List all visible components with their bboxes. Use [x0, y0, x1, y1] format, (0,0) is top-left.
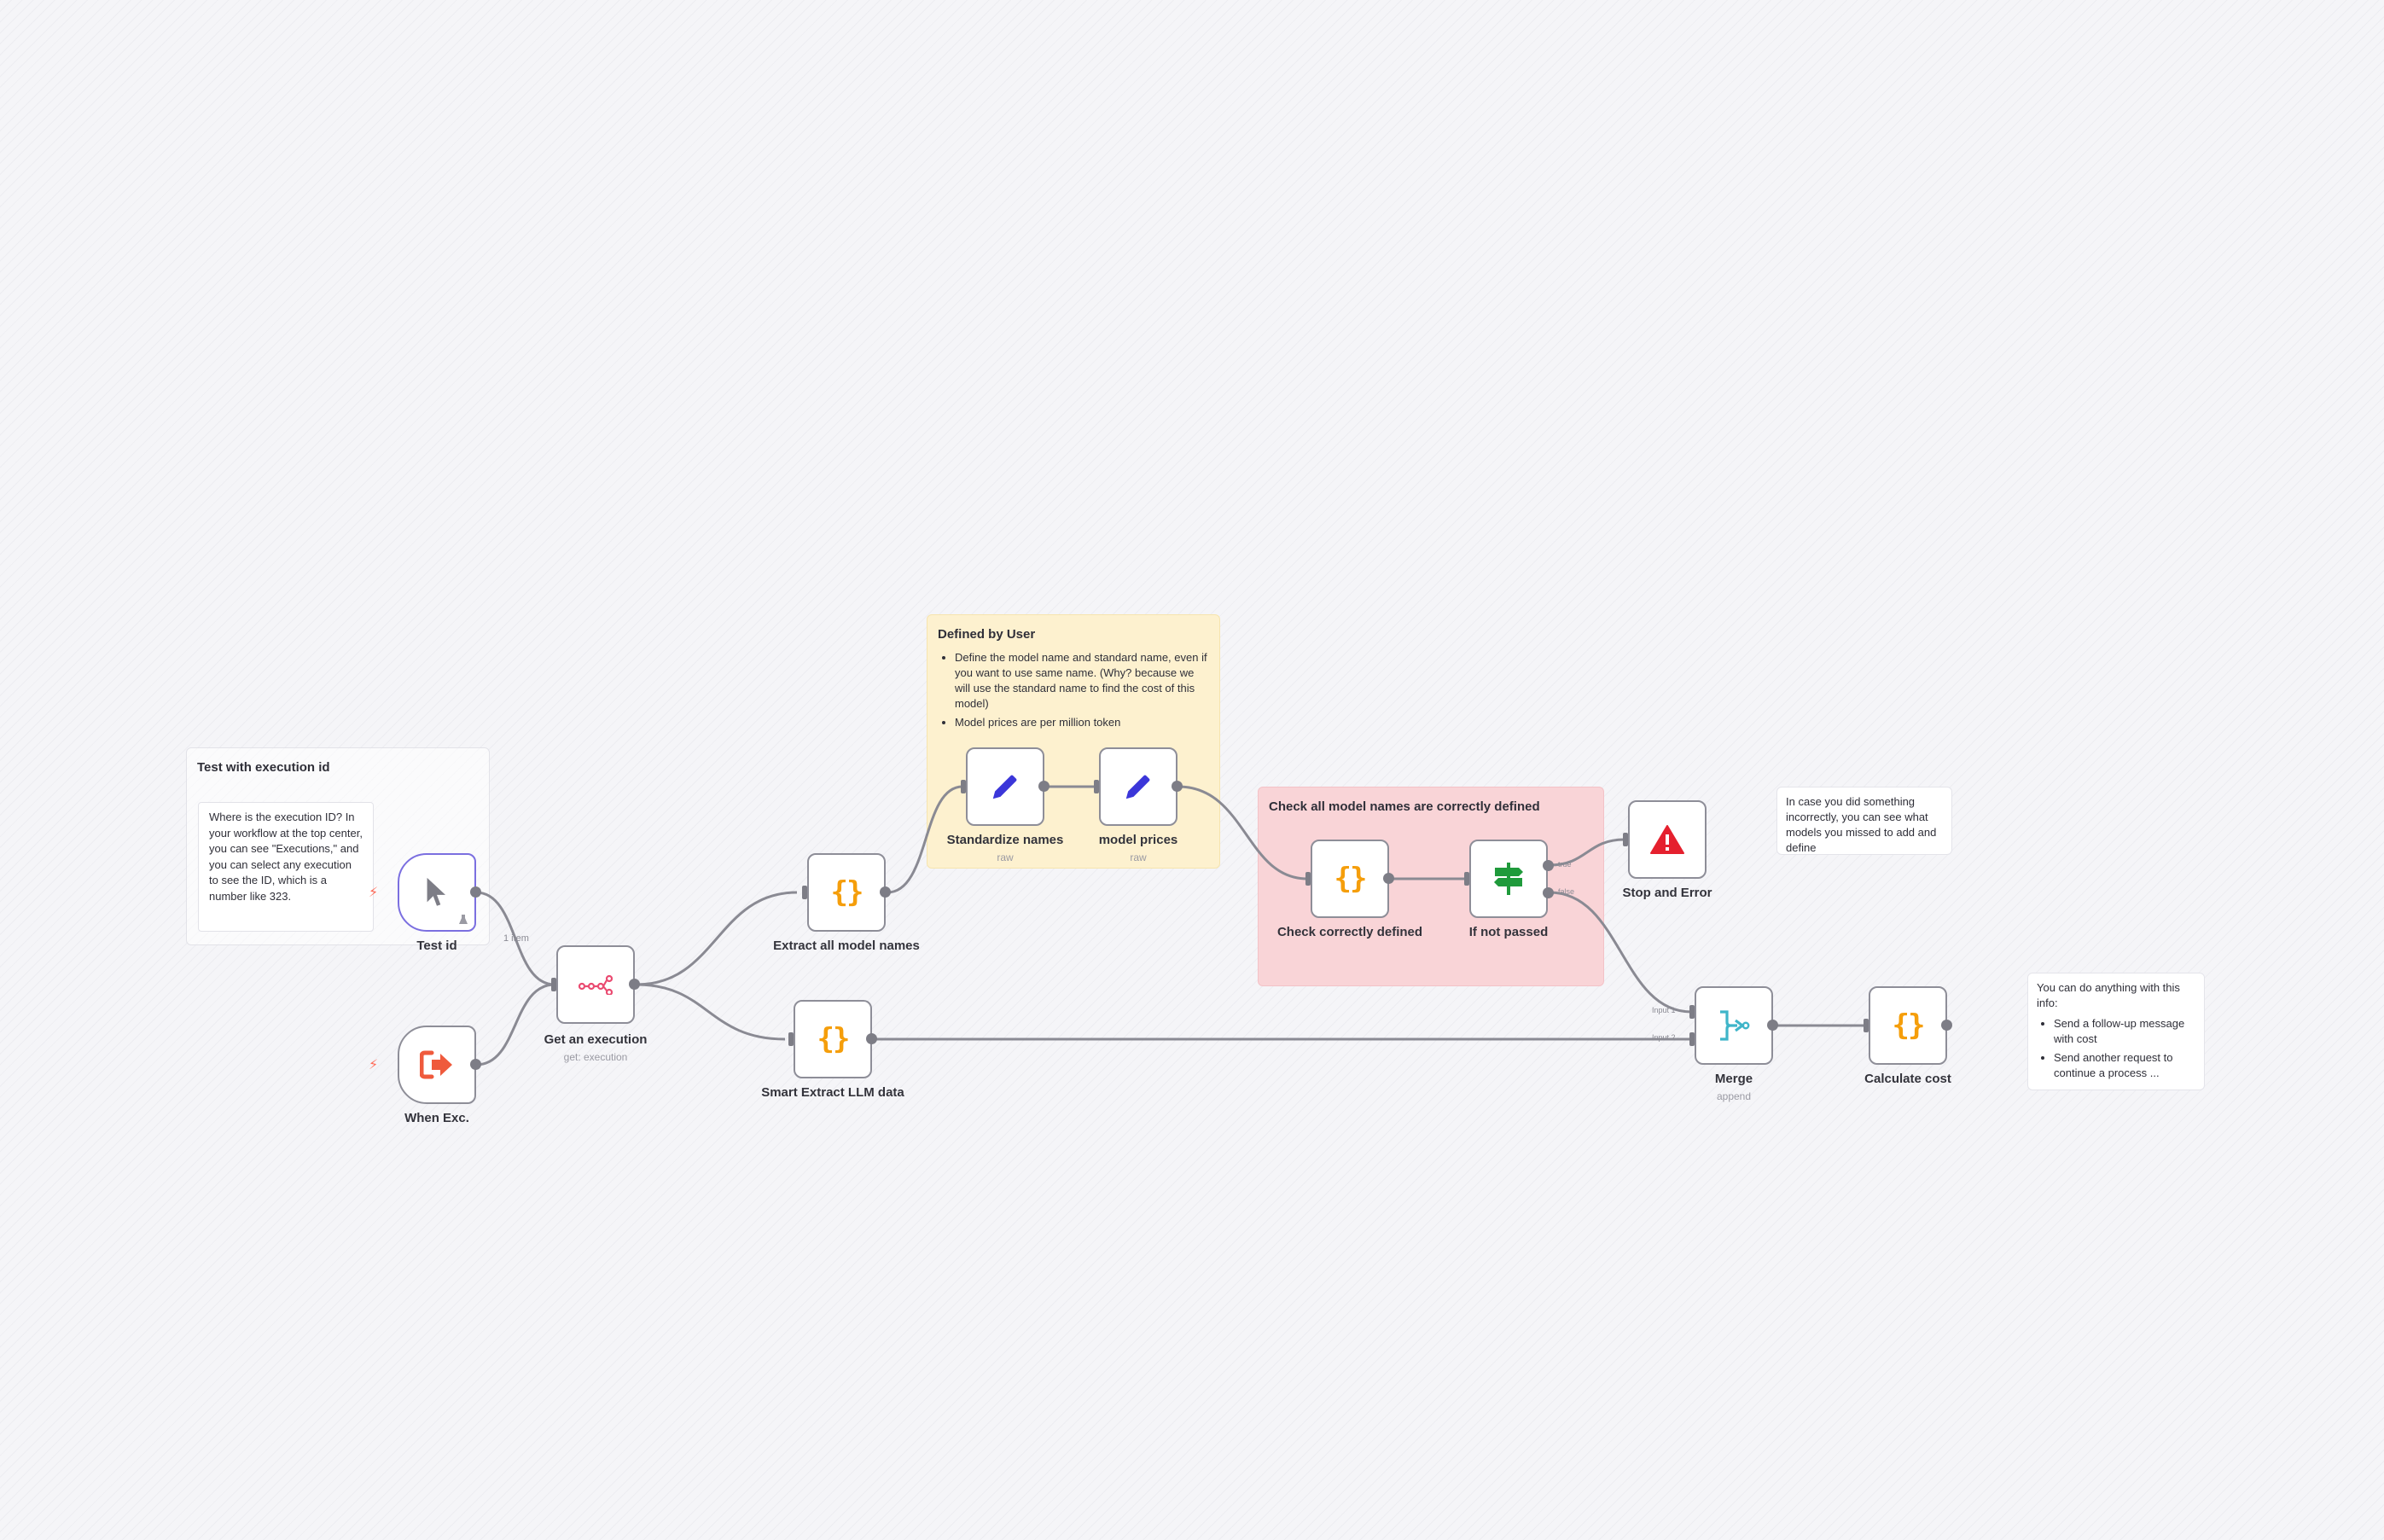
node-subtitle: get: execution	[563, 1051, 628, 1063]
trigger-bolt-icon: ⚡	[369, 886, 379, 900]
edge-label-items: 1 item	[503, 933, 529, 944]
output-port[interactable]	[470, 1059, 481, 1070]
node-label: model prices	[1098, 833, 1178, 847]
node-check-correctly-defined[interactable]: {}	[1311, 840, 1389, 918]
input-port[interactable]	[1305, 872, 1311, 886]
n8n-logo-icon	[579, 974, 613, 995]
input-port-1[interactable]	[1689, 1005, 1695, 1019]
node-get-an-execution[interactable]	[556, 945, 635, 1024]
output-port[interactable]	[880, 886, 891, 898]
node-label: Smart Extract LLM data	[761, 1085, 904, 1100]
curly-braces-icon: {}	[1892, 1008, 1926, 1043]
sticky-anything-note[interactable]: You can do anything with this info: Send…	[2027, 973, 2205, 1090]
input-port[interactable]	[788, 1032, 794, 1046]
node-stop-and-error[interactable]	[1628, 800, 1707, 879]
connection-if-false-merge[interactable]	[1549, 891, 1692, 1014]
trigger-bolt-icon: ⚡	[369, 1058, 379, 1072]
input-port-2[interactable]	[1689, 1032, 1695, 1046]
node-subtitle: raw	[1130, 851, 1147, 863]
node-model-prices[interactable]	[1099, 747, 1177, 826]
output-port[interactable]	[1767, 1020, 1778, 1031]
output-port[interactable]	[1172, 781, 1183, 792]
execution-id-help-note: Where is the execution ID? In your workf…	[198, 802, 374, 932]
input-port[interactable]	[1464, 872, 1469, 886]
curly-braces-icon: {}	[1334, 862, 1368, 896]
node-if-not-passed[interactable]	[1469, 840, 1548, 918]
node-when-exc[interactable]	[398, 1026, 476, 1104]
connection-getexec-smart[interactable]	[636, 983, 786, 1041]
sticky-bullet: Send a follow-up message with cost	[2054, 1016, 2195, 1047]
input-port[interactable]	[551, 978, 556, 991]
node-subtitle: raw	[997, 851, 1014, 863]
input-port[interactable]	[961, 780, 966, 793]
output-port[interactable]	[470, 886, 481, 898]
sign-out-arrow-icon	[420, 1050, 452, 1079]
sticky-title: Check all model names are correctly defi…	[1269, 799, 1540, 814]
sticky-text: In case you did something incorrectly, y…	[1786, 795, 1937, 854]
node-label: Check correctly defined	[1276, 925, 1423, 939]
curly-braces-icon: {}	[830, 875, 864, 909]
node-subtitle: append	[1716, 1090, 1752, 1102]
node-label: Test id	[416, 939, 457, 953]
node-calculate-cost[interactable]: {}	[1869, 986, 1947, 1065]
sticky-bullet: Model prices are per million token	[955, 715, 1209, 730]
sticky-incorrect-note[interactable]: In case you did something incorrectly, y…	[1776, 787, 1952, 855]
warning-triangle-icon	[1650, 825, 1684, 854]
node-label: Merge	[1714, 1072, 1753, 1086]
sticky-bullet: Send another request to continue a proce…	[2054, 1050, 2195, 1081]
flask-icon	[459, 915, 468, 924]
node-label: Stop and Error	[1622, 886, 1712, 900]
node-extract-all-model-names[interactable]: {}	[807, 853, 886, 932]
edge-label-false: false	[1558, 887, 1575, 896]
sticky-defined-by-user[interactable]: Defined by User Define the model name an…	[927, 614, 1220, 869]
connection-testid-getexec[interactable]	[475, 891, 555, 986]
output-port[interactable]	[866, 1033, 877, 1044]
input-port[interactable]	[1623, 833, 1628, 846]
sticky-title: Test with execution id	[197, 760, 330, 775]
output-port-false[interactable]	[1543, 887, 1554, 898]
input-port[interactable]	[1094, 780, 1099, 793]
signpost-icon	[1494, 863, 1523, 895]
connection-if-true-stop[interactable]	[1549, 838, 1625, 867]
input-port[interactable]	[1864, 1019, 1869, 1032]
connection-extract-standardize[interactable]	[887, 785, 963, 894]
output-port[interactable]	[629, 979, 640, 990]
connection-getexec-extract[interactable]	[636, 891, 798, 986]
sticky-text: You can do anything with this info:	[2037, 981, 2180, 1009]
edge-label-input1: Input 1	[1652, 1006, 1676, 1014]
cursor-click-icon	[427, 877, 445, 906]
node-label: Get an execution	[544, 1032, 648, 1047]
output-port[interactable]	[1383, 873, 1394, 884]
edge-label-true: true	[1558, 860, 1572, 869]
node-label: Calculate cost	[1864, 1072, 1951, 1086]
node-label: If not passed	[1468, 925, 1549, 939]
output-port[interactable]	[1038, 781, 1050, 792]
node-merge[interactable]	[1695, 986, 1773, 1065]
connection-whenexc-getexec[interactable]	[475, 983, 555, 1066]
sticky-title: Defined by User	[938, 627, 1036, 642]
node-standardize-names[interactable]	[966, 747, 1044, 826]
curly-braces-icon: {}	[817, 1022, 851, 1056]
edge-label-input2: Input 2	[1652, 1033, 1676, 1042]
sticky-bullet: Define the model name and standard name,…	[955, 650, 1209, 712]
output-port-true[interactable]	[1543, 860, 1554, 871]
input-port[interactable]	[802, 886, 807, 899]
pencil-icon	[1125, 775, 1150, 799]
output-port[interactable]	[1941, 1020, 1952, 1031]
node-label: Extract all model names	[773, 939, 920, 953]
node-label: Standardize names	[946, 833, 1064, 847]
merge-arrows-icon	[1720, 1010, 1750, 1041]
node-smart-extract-llm-data[interactable]: {}	[794, 1000, 872, 1078]
node-label: When Exc.	[404, 1111, 469, 1125]
pencil-icon	[992, 775, 1017, 799]
connection-prices-check[interactable]	[1177, 785, 1308, 880]
node-test-id[interactable]	[398, 853, 476, 932]
